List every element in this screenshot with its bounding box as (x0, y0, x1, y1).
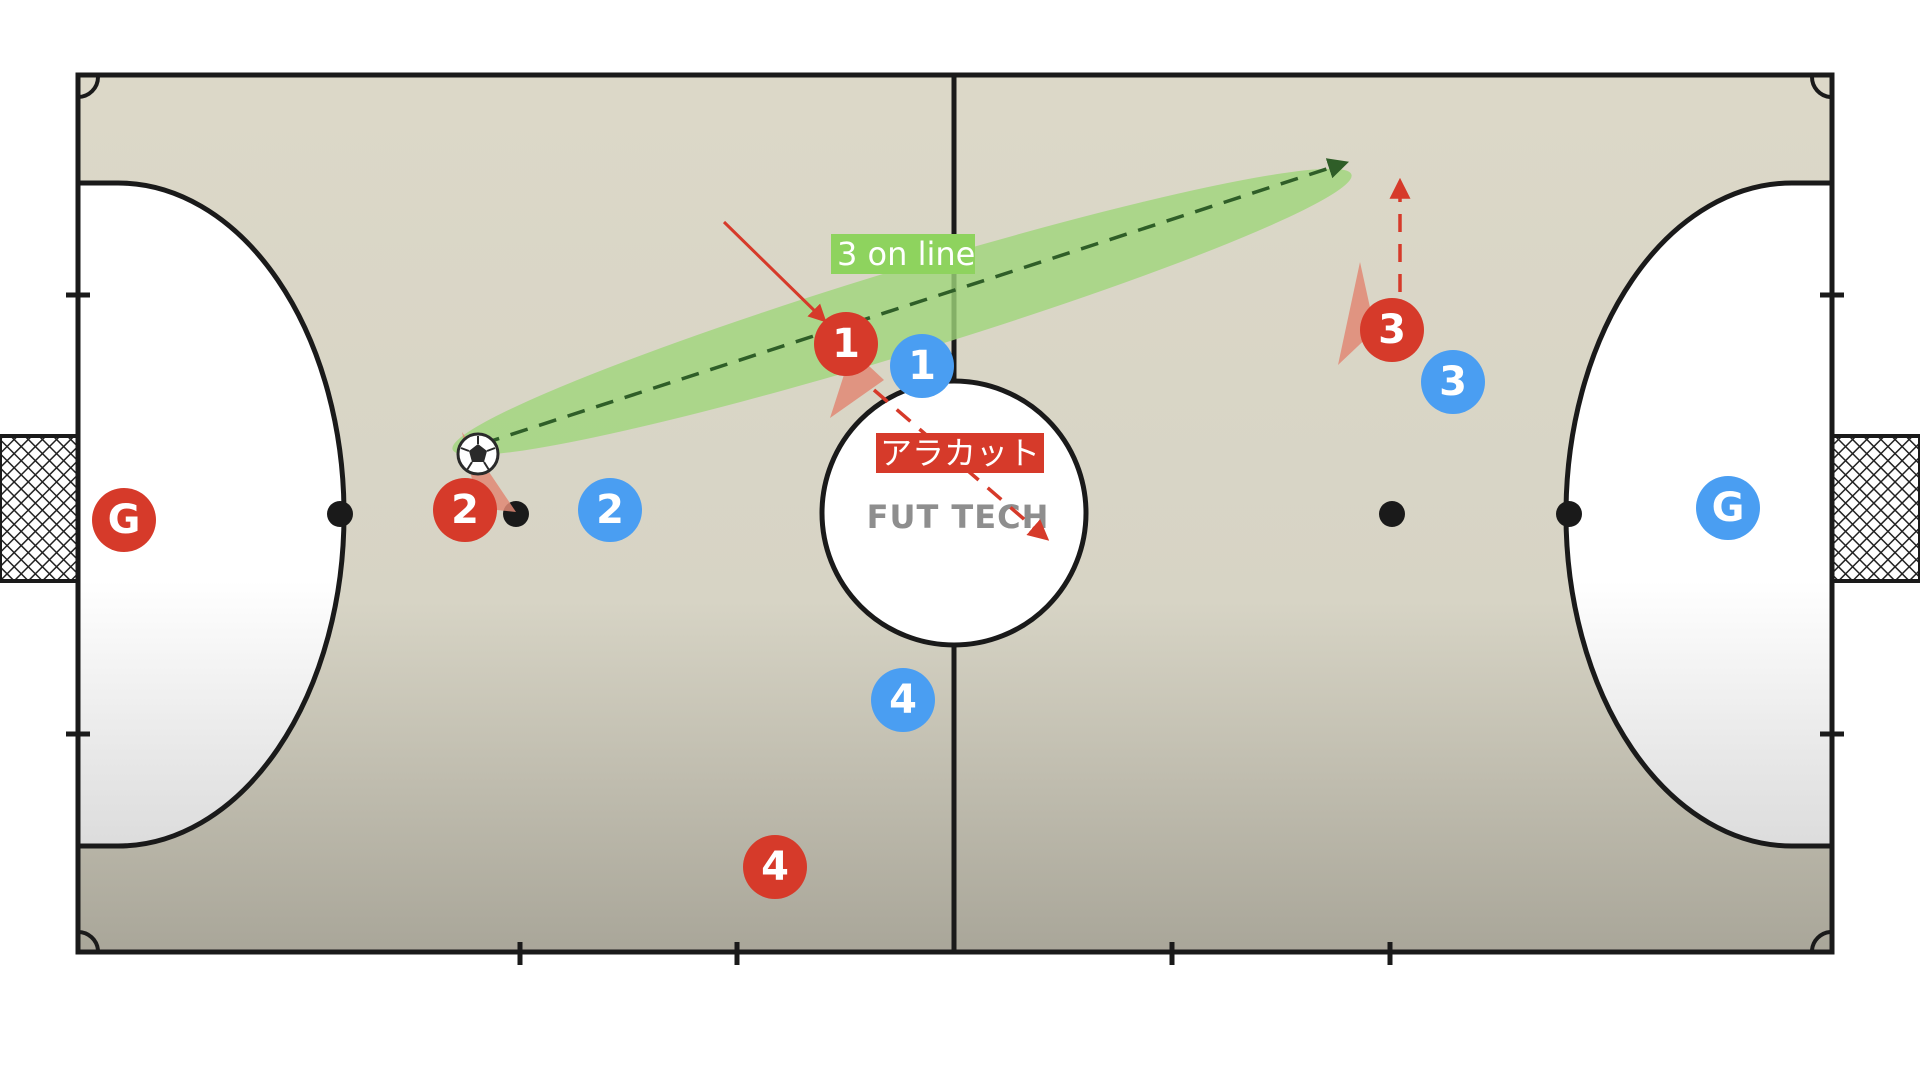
pass-arrow (481, 158, 1349, 446)
blue-player-3-label: 3 (1439, 359, 1467, 405)
red-goalkeeper[interactable]: G (92, 488, 156, 552)
passing-lane-highlight (452, 168, 1352, 456)
blue-player-2-label: 2 (596, 487, 624, 533)
red-1-vision-cone (830, 350, 884, 418)
blue-player-4[interactable]: 4 (871, 668, 935, 732)
red-player-1-label: 1 (832, 321, 860, 367)
red-player-1[interactable]: 1 (814, 312, 878, 376)
left-penalty-spot (327, 501, 353, 527)
three-on-line-text: 3 on line (837, 235, 975, 273)
blue-player-1[interactable]: 1 (890, 334, 954, 398)
soccer-ball-icon (456, 432, 500, 476)
blue-goalkeeper-label: G (1712, 485, 1745, 531)
corner-arc-top-right (1809, 76, 1831, 99)
ala-cut-label: アラカット (876, 433, 1044, 473)
blue-player-4-label: 4 (889, 677, 917, 723)
red-player-3[interactable]: 3 (1360, 298, 1424, 362)
red-player-2[interactable]: 2 (433, 478, 497, 542)
blue-player-1-label: 1 (908, 343, 936, 389)
left-goal-net (0, 434, 82, 583)
red-player-4[interactable]: 4 (743, 835, 807, 899)
red-3-vision-cone (1338, 262, 1375, 365)
right-penalty-spot (1556, 501, 1582, 527)
red-1-run-arrow (722, 220, 827, 323)
ala-cut-text: アラカット (880, 434, 1040, 472)
corner-arc-bottom-left (77, 929, 100, 951)
right-goal-net (1830, 434, 1920, 583)
red-player-4-label: 4 (761, 844, 789, 890)
corner-arc-bottom-right (1810, 930, 1831, 951)
red-goalkeeper-label: G (108, 497, 141, 543)
blue-1-cut-arrow (872, 388, 1050, 541)
side-tick-marks (66, 292, 1844, 965)
blue-player-3[interactable]: 3 (1421, 350, 1485, 414)
blue-goalkeeper[interactable]: G (1696, 476, 1760, 540)
three-on-line-label: 3 on line (831, 234, 975, 274)
right-second-penalty-spot (1379, 501, 1405, 527)
corner-arc-top-left (77, 76, 100, 99)
red-player-3-label: 3 (1378, 307, 1406, 353)
fut-tech-logo: FUT TECH (867, 498, 1050, 536)
blue-player-2[interactable]: 2 (578, 478, 642, 542)
red-player-2-label: 2 (451, 487, 479, 533)
